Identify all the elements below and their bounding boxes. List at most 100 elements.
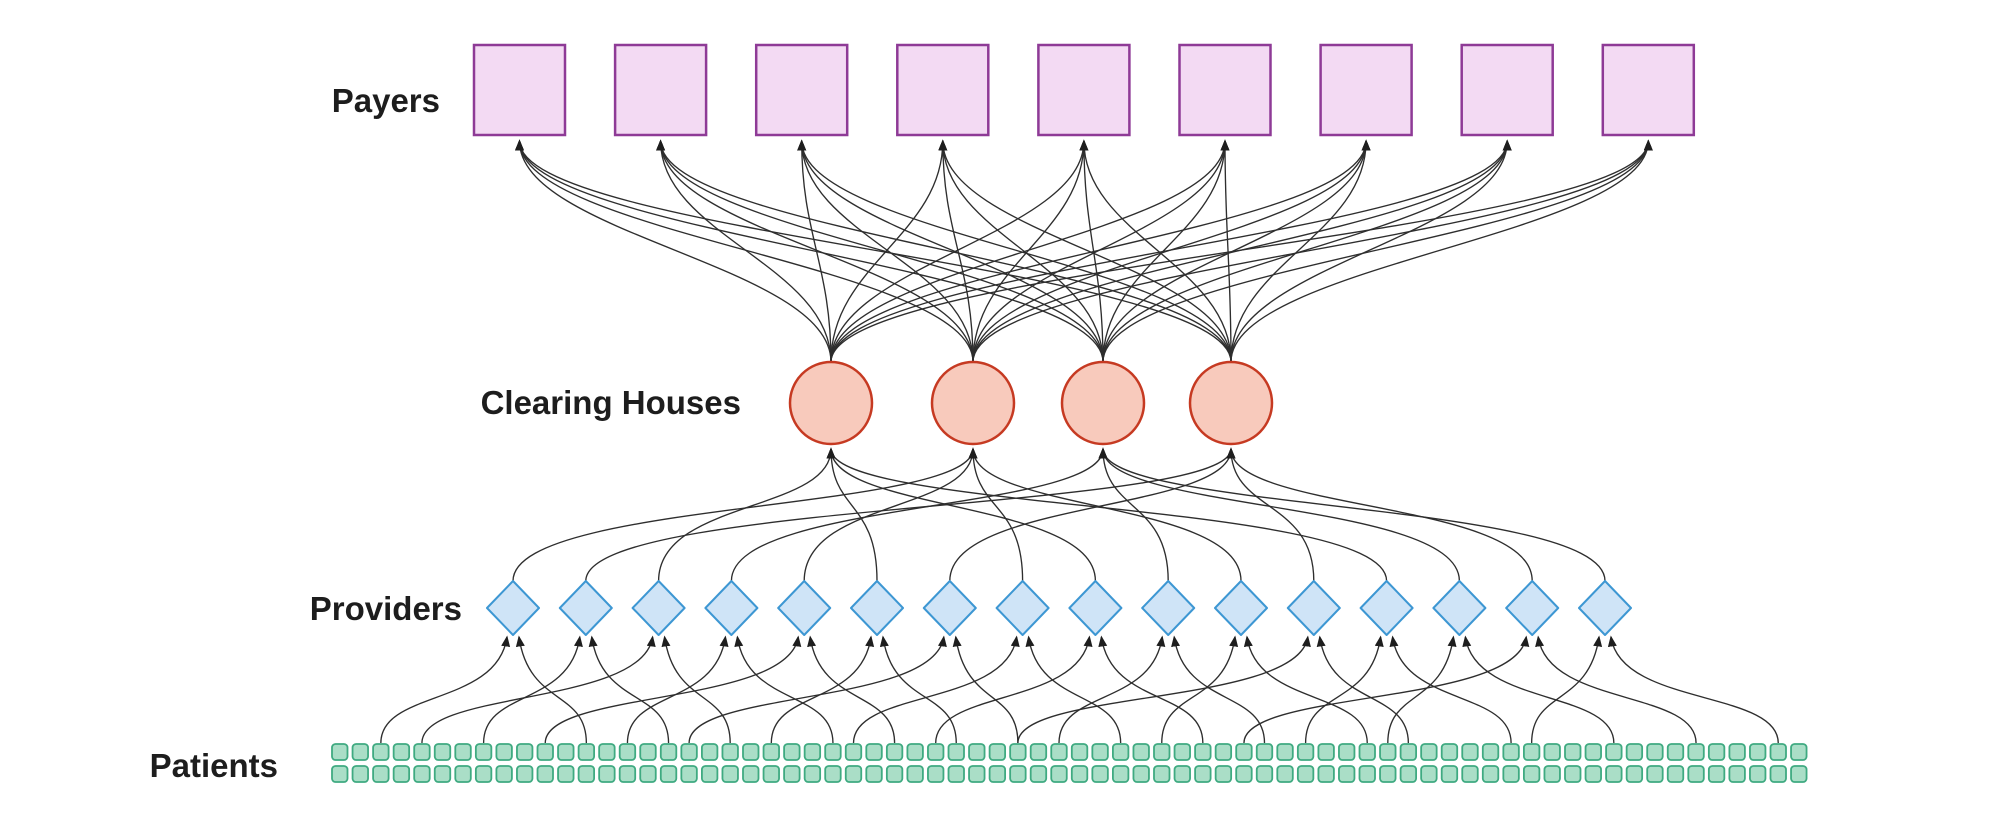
patient-node: [557, 743, 575, 761]
patient-node: [351, 765, 369, 783]
provider-node: [1432, 580, 1487, 636]
patient-node: [1194, 765, 1212, 783]
edge-clearinghouse-to-payer: [830, 139, 1371, 363]
patient-node: [1132, 765, 1150, 783]
provider-node: [777, 580, 832, 636]
patient-node: [1255, 765, 1274, 783]
provider-nodes: [486, 580, 1632, 636]
patient-node: [968, 765, 986, 783]
patient-node: [1625, 743, 1644, 761]
edge-patient-to-provider: [1530, 635, 1603, 744]
patient-node: [762, 765, 780, 783]
patient-node: [372, 743, 390, 761]
patient-node: [1666, 765, 1685, 783]
edge-clearinghouse-to-payer: [1102, 139, 1512, 363]
providers-label: Providers: [310, 590, 462, 627]
edge-provider-to-clearinghouse: [949, 447, 1236, 582]
patient-node: [742, 743, 760, 761]
patient-nodes: [331, 743, 1808, 783]
payer-node: [754, 43, 849, 137]
clearinghouse-node: [1188, 360, 1274, 446]
patient-node: [433, 743, 452, 761]
patient-node: [1420, 743, 1438, 761]
edge-patient-to-provider: [1243, 635, 1368, 744]
edge-patient-to-provider: [1462, 635, 1615, 744]
edge-clearinghouse-to-payer: [938, 139, 974, 363]
edge-provider-to-clearinghouse: [1098, 447, 1461, 582]
patient-node: [1481, 765, 1500, 783]
edge-clearinghouse-to-payer: [656, 139, 832, 363]
patient-node: [1091, 743, 1109, 761]
patient-node: [1050, 765, 1068, 783]
edge-patient-to-provider: [1171, 635, 1266, 744]
provider-node: [1359, 580, 1414, 636]
patient-node: [1338, 743, 1356, 761]
edge-patient-to-provider: [661, 635, 731, 744]
patients-label: Patients: [150, 747, 278, 784]
patient-node: [1276, 743, 1294, 761]
patient-node: [1605, 765, 1623, 783]
patient-node: [351, 743, 369, 761]
patient-node: [392, 765, 411, 783]
patient-node: [1029, 743, 1048, 761]
edge-patient-to-provider: [852, 635, 1020, 744]
patient-node: [1009, 743, 1027, 761]
patient-node: [1379, 765, 1397, 783]
clearinghouse-node: [930, 360, 1016, 446]
patient-node: [433, 765, 452, 783]
patient-node: [331, 743, 349, 761]
patient-node: [474, 743, 493, 761]
patient-node: [742, 765, 760, 783]
edge-patient-to-provider: [1243, 635, 1530, 744]
edge-patient-to-provider: [380, 635, 511, 744]
payers-label: Payers: [332, 82, 440, 119]
patient-node: [1523, 743, 1541, 761]
edge-patient-to-provider: [1098, 635, 1204, 744]
patient-node: [783, 765, 801, 783]
patient-node: [392, 743, 411, 761]
patient-node: [721, 765, 739, 783]
patient-node: [762, 743, 780, 761]
edge-clearinghouse-to-payer: [972, 139, 1512, 363]
provider-node: [922, 580, 977, 636]
patient-node: [1687, 765, 1705, 783]
edge-provider-to-clearinghouse: [1098, 447, 1606, 582]
patient-node: [968, 743, 986, 761]
patient-node: [865, 765, 883, 783]
patient-node: [1564, 743, 1582, 761]
patient-node: [927, 765, 945, 783]
patient-node: [1728, 743, 1746, 761]
edge-clearinghouse-to-payer: [656, 139, 1104, 363]
provider-node: [1141, 580, 1196, 636]
clearing-houses-label: Clearing Houses: [481, 384, 741, 421]
patient-node: [1790, 765, 1808, 783]
patient-node: [598, 743, 616, 761]
patient-node: [1440, 743, 1459, 761]
payer-node: [1460, 43, 1554, 137]
patient-node: [1399, 743, 1417, 761]
patient-node: [1050, 743, 1068, 761]
edge-clearinghouse-to-payer: [830, 139, 948, 363]
patient-node: [885, 765, 904, 783]
edge-clearinghouse-to-payer: [938, 139, 1232, 363]
patient-node: [803, 743, 822, 761]
edge-clearinghouse-to-payer: [1220, 139, 1232, 363]
patient-node: [413, 765, 431, 783]
provider-node: [995, 580, 1050, 636]
edge-patient-to-provider: [770, 635, 875, 744]
edge-provider-to-clearinghouse: [1226, 447, 1315, 582]
edge-patient-to-provider: [1389, 635, 1512, 744]
patient-node: [844, 765, 863, 783]
patient-node: [639, 743, 657, 761]
edge-clearinghouse-to-payer: [1079, 139, 1104, 363]
edge-clearinghouse-to-payer: [797, 139, 1104, 363]
edge-provider-to-clearinghouse: [657, 447, 836, 582]
edge-patient-to-provider: [688, 635, 947, 744]
edge-clearinghouse-to-payer: [938, 139, 1104, 363]
patient-node: [1769, 743, 1787, 761]
patient-node: [1769, 765, 1787, 783]
edge-patient-to-provider: [421, 635, 656, 744]
patient-node: [1440, 765, 1459, 783]
